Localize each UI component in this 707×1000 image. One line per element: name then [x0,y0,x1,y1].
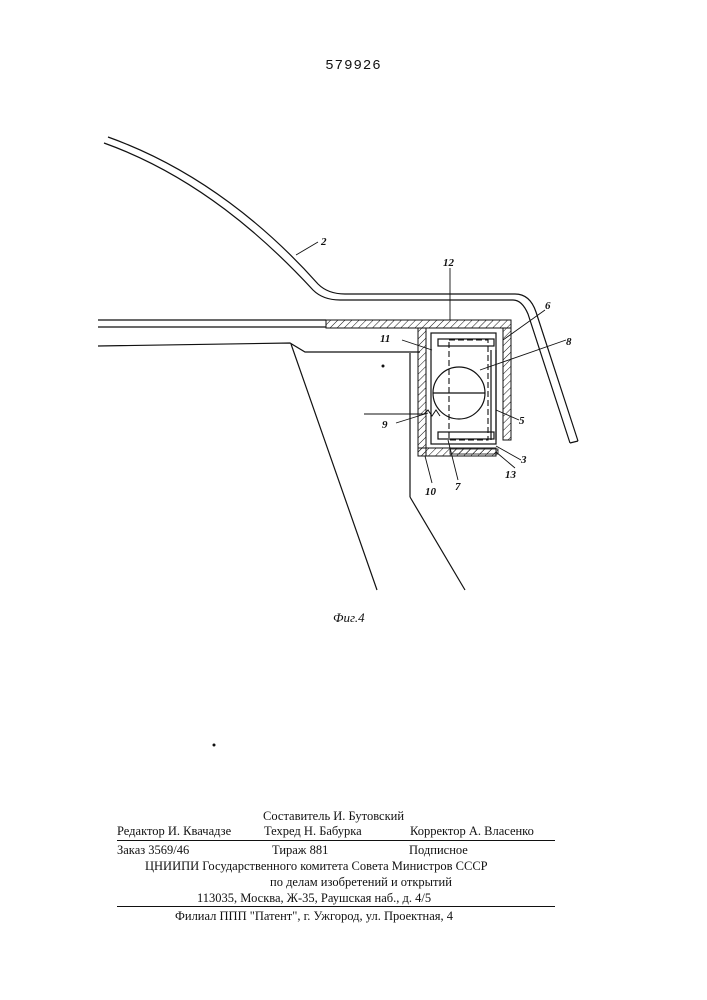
label-11: 11 [380,333,390,345]
side-plate [491,350,496,440]
bottom-plate [450,449,498,454]
label-3: 3 [520,454,527,466]
label-6: 6 [545,300,551,312]
top-plate [326,320,511,328]
address-line: 113035, Москва, Ж-35, Раушская наб., д. … [197,890,431,906]
label-12: 12 [443,257,455,269]
bracket-7 [438,432,494,439]
label-8: 8 [566,336,572,348]
label-13: 13 [505,469,517,481]
order-line: Заказ 3569/46 [117,842,189,858]
reference-labels: 2 12 11 6 8 9 5 3 13 7 10 [320,236,572,498]
housing-outer [418,328,511,456]
housing-inner [431,333,496,444]
label-9: 9 [382,419,388,431]
label-5: 5 [519,415,525,427]
divider-top [117,840,555,841]
divider-bottom [117,906,555,907]
branch-line: Филиал ППП "Патент", г. Ужгород, ул. Про… [175,908,453,924]
institute-line: ЦНИИПИ Государственного комитета Совета … [145,858,488,874]
roller [433,367,485,419]
compiler-line: Составитель И. Бутовский [263,808,404,824]
label-10: 10 [425,486,437,498]
tech-editor-line: Техред Н. Бабурка [264,823,362,839]
figure-caption: Фиг.4 [333,610,365,625]
label-7: 7 [455,481,461,493]
label-2: 2 [320,236,327,248]
subscription-line: Подписное [409,842,468,858]
corrector-line: Корректор А. Власенко [410,823,534,839]
institute-sub-line: по делам изобретений и открытий [270,874,452,890]
editor-line: Редактор И. Квачадзе [117,823,231,839]
roller-carrier [449,340,488,440]
support-post [291,344,465,590]
circulation-line: Тираж 881 [272,842,328,858]
